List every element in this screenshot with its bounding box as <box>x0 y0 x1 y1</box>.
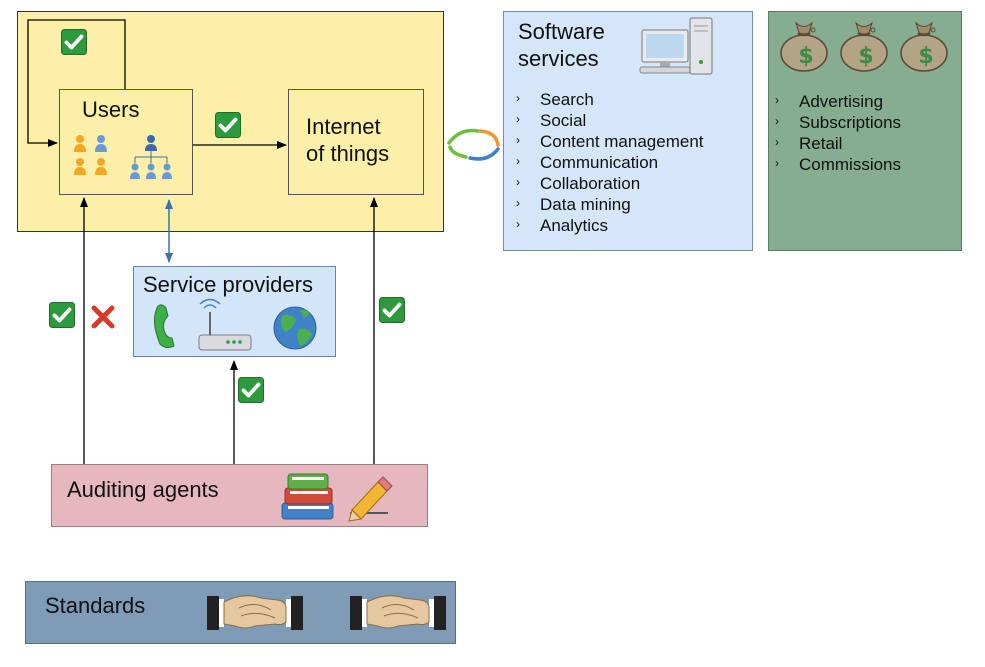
check-icon <box>215 112 241 138</box>
internet-of-things-node[interactable] <box>288 89 424 195</box>
list-item: Data mining <box>516 193 704 215</box>
money-bag-icon <box>899 21 949 73</box>
list-item: Collaboration <box>516 172 704 194</box>
software-title-line1: Software <box>518 19 605 44</box>
iot-label: Internet of things <box>306 113 389 167</box>
handshake-icon <box>349 595 447 631</box>
globe-icon <box>273 306 317 350</box>
phone-icon <box>154 304 175 349</box>
check-icon <box>49 302 75 328</box>
revenue-models-list: Advertising Subscriptions Retail Commiss… <box>775 90 901 175</box>
iot-label-line1: Internet <box>306 114 381 139</box>
money-bag-icon <box>779 21 829 73</box>
users-label: Users <box>82 97 140 122</box>
router-icon <box>198 298 252 351</box>
check-icon <box>379 297 405 323</box>
software-services-list: Search Social Content management Communi… <box>516 88 704 236</box>
iot-label-line2: of things <box>306 141 390 166</box>
pencil-icon <box>348 476 393 522</box>
users-self-loop <box>27 19 126 147</box>
auditing-agents-label: Auditing agents <box>67 477 219 502</box>
service-providers-label: Service providers <box>143 272 313 297</box>
software-title-line2: services <box>518 46 599 71</box>
users-node[interactable] <box>59 89 193 195</box>
list-item: Commissions <box>775 153 901 175</box>
list-item: Retail <box>775 132 901 154</box>
handshake-icon <box>206 595 304 631</box>
computer-icon <box>639 17 713 75</box>
people-icon <box>74 135 107 175</box>
list-item: Analytics <box>516 214 704 236</box>
org-chart-icon <box>130 135 172 179</box>
list-item: Social <box>516 109 704 131</box>
list-item: Search <box>516 88 704 110</box>
list-item: Subscriptions <box>775 111 901 133</box>
list-item: Content management <box>516 130 704 152</box>
check-icon <box>238 377 264 403</box>
sync-arrows-icon <box>447 128 500 161</box>
money-bag-icon <box>839 21 889 73</box>
books-icon <box>281 473 334 520</box>
standards-label: Standards <box>45 593 146 618</box>
list-item: Communication <box>516 151 704 173</box>
software-services-title: Software services <box>518 18 605 72</box>
list-item: Advertising <box>775 90 901 112</box>
check-icon <box>61 29 87 55</box>
cross-icon <box>91 305 115 329</box>
